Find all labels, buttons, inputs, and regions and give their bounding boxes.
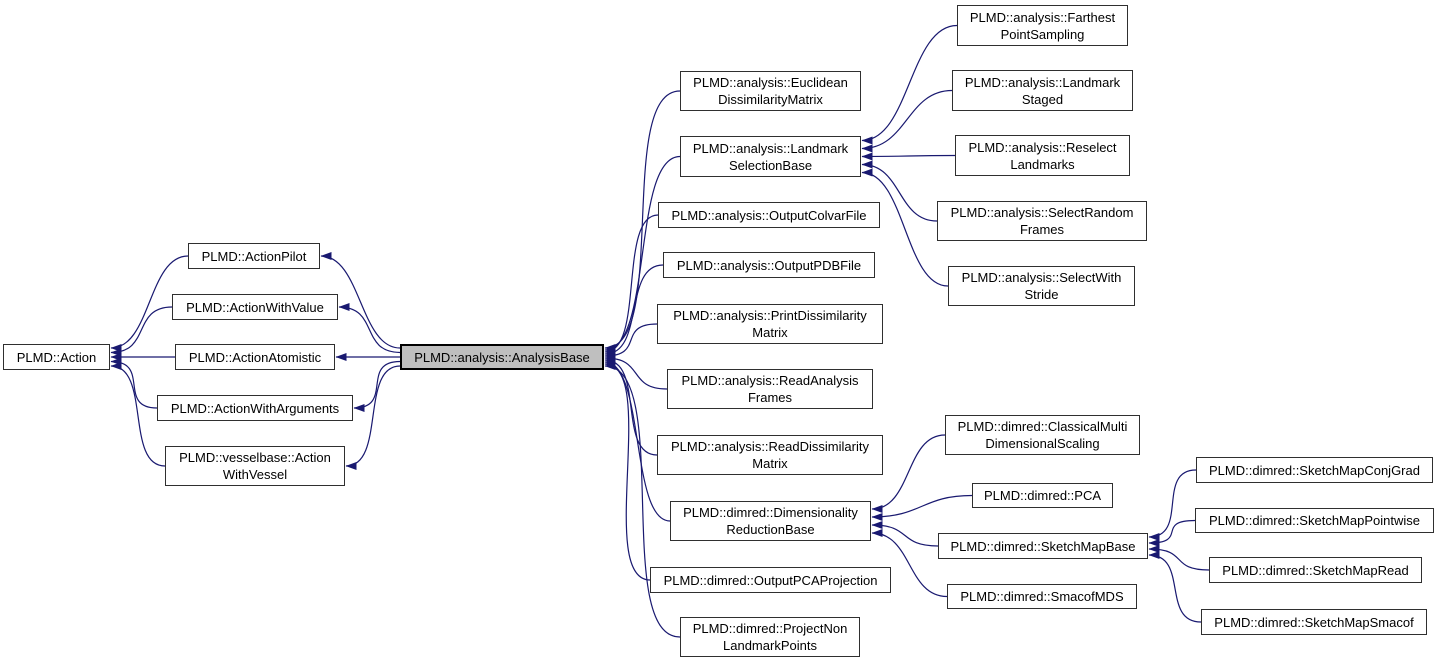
inheritance-edge-outputpdb-to-analysisbase (604, 264, 664, 358)
inheritance-edge-pca-to-dimredbase (871, 494, 973, 521)
inheritance-edge-conjgrad-to-sketchmapbase (1148, 469, 1197, 541)
class-node-pointwise[interactable]: PLMD::dimred::SketchMapPointwise (1195, 508, 1434, 533)
class-node-label: PLMD::analysis::Landmark Staged (964, 74, 1121, 107)
inheritance-edge-readanalysis-to-analysisbase (604, 354, 668, 390)
class-node-actionpilot[interactable]: PLMD::ActionPilot (188, 243, 320, 269)
class-node-label: PLMD::ActionWithValue (186, 299, 324, 315)
class-node-actionwitharguments[interactable]: PLMD::ActionWithArguments (157, 395, 353, 421)
class-node-selectwithstride[interactable]: PLMD::analysis::SelectWith Stride (948, 266, 1135, 306)
class-node-selectrandom[interactable]: PLMD::analysis::SelectRandom Frames (937, 201, 1147, 241)
class-node-readdissim[interactable]: PLMD::analysis::ReadDissimilarity Matrix (657, 435, 883, 475)
class-node-actionwithvalue[interactable]: PLMD::ActionWithValue (172, 294, 338, 320)
inheritance-edge-analysisbase-to-actionwithvessel (345, 365, 401, 470)
class-node-label: PLMD::analysis::Farthest PointSampling (969, 9, 1116, 42)
inheritance-edge-selectrandom-to-landmarkselection (861, 160, 938, 222)
class-node-sketchmapread[interactable]: PLMD::dimred::SketchMapRead (1209, 557, 1422, 583)
inheritance-edge-sketchmapread-to-sketchmapbase (1148, 545, 1210, 571)
inheritance-edge-actionwithvalue-to-action (110, 306, 173, 357)
inheritance-edge-farthest-to-landmarkselection (861, 24, 958, 145)
class-node-label: PLMD::dimred::SmacofMDS (960, 589, 1124, 604)
inheritance-edge-outputpca-to-analysisbase (604, 360, 651, 581)
inheritance-edge-printdissim-to-analysisbase (604, 323, 658, 360)
inheritance-edge-actionwitharguments-to-action (110, 357, 158, 409)
class-node-landmarkselection[interactable]: PLMD::analysis::Landmark SelectionBase (680, 136, 861, 177)
class-node-outputpca[interactable]: PLMD::dimred::OutputPCAProjection (650, 567, 891, 593)
inheritance-edge-projectnon-to-analysisbase (604, 362, 681, 638)
class-node-label: PLMD::dimred::PCA (983, 488, 1102, 503)
class-node-label: PLMD::dimred::SketchMapConjGrad (1209, 462, 1420, 478)
inheritance-edge-analysisbase-to-actionwitharguments (353, 360, 401, 412)
class-node-label: PLMD::analysis::OutputColvarFile (671, 207, 867, 223)
class-node-label: PLMD::dimred::Dimensionality ReductionBa… (683, 505, 858, 537)
class-node-label: PLMD::dimred::SketchMapRead (1222, 562, 1409, 578)
inheritance-edge-smacofmds-to-dimredbase (871, 529, 948, 598)
inheritance-edge-classicalmds-to-dimredbase (871, 434, 946, 513)
class-node-farthest[interactable]: PLMD::analysis::Farthest PointSampling (957, 5, 1128, 46)
class-node-label: PLMD::Action (16, 349, 97, 365)
inheritance-edge-selectwithstride-to-landmarkselection (861, 168, 949, 287)
class-node-label: PLMD::analysis::Euclidean DissimilarityM… (693, 75, 848, 107)
class-node-smacofmds[interactable]: PLMD::dimred::SmacofMDS (947, 584, 1137, 609)
class-node-conjgrad[interactable]: PLMD::dimred::SketchMapConjGrad (1196, 457, 1433, 483)
class-node-sketchmapbase[interactable]: PLMD::dimred::SketchMapBase (938, 533, 1148, 559)
inheritance-edge-analysisbase-to-actionwithvalue (338, 303, 401, 354)
class-node-classicalmds[interactable]: PLMD::dimred::ClassicalMulti Dimensional… (945, 415, 1140, 455)
class-node-label: PLMD::analysis::SelectWith Stride (961, 270, 1122, 302)
class-node-label: PLMD::vesselbase::Action WithVessel (179, 450, 331, 482)
inheritance-edge-dimredbase-to-analysisbase (604, 358, 671, 522)
class-node-sketchmapsmacof[interactable]: PLMD::dimred::SketchMapSmacof (1201, 609, 1427, 635)
class-node-euclidean[interactable]: PLMD::analysis::Euclidean DissimilarityM… (680, 71, 861, 111)
class-node-label: PLMD::analysis::Reselect Landmarks (968, 139, 1117, 172)
class-node-label: PLMD::analysis::Landmark SelectionBase (692, 140, 849, 173)
class-node-label: PLMD::dimred::ClassicalMulti Dimensional… (957, 419, 1128, 451)
inheritance-edge-sketchmapsmacof-to-sketchmapbase (1148, 551, 1202, 623)
class-node-action[interactable]: PLMD::Action (3, 344, 110, 370)
class-node-label: PLMD::analysis::AnalysisBase (414, 349, 590, 365)
class-node-label: PLMD::analysis::ReadAnalysis Frames (681, 373, 859, 405)
class-node-label: PLMD::ActionAtomistic (188, 349, 322, 365)
inheritance-edge-sketchmapbase-to-dimredbase (871, 521, 939, 547)
class-node-label: PLMD::ActionWithArguments (170, 400, 340, 416)
class-node-projectnon[interactable]: PLMD::dimred::ProjectNon LandmarkPoints (680, 617, 860, 657)
class-node-actionwithvessel[interactable]: PLMD::vesselbase::Action WithVessel (165, 446, 345, 486)
class-node-outputcolvar[interactable]: PLMD::analysis::OutputColvarFile (658, 202, 880, 228)
class-node-outputpdb[interactable]: PLMD::analysis::OutputPDBFile (663, 252, 875, 278)
class-node-dimredbase[interactable]: PLMD::dimred::Dimensionality ReductionBa… (670, 501, 871, 541)
class-node-reselect[interactable]: PLMD::analysis::Reselect Landmarks (955, 135, 1130, 176)
class-node-actionatomistic[interactable]: PLMD::ActionAtomistic (175, 344, 335, 370)
class-node-label: PLMD::analysis::OutputPDBFile (676, 257, 862, 273)
class-node-label: PLMD::dimred::ProjectNon LandmarkPoints (692, 621, 848, 653)
class-node-label: PLMD::analysis::ReadDissimilarity Matrix (671, 439, 869, 471)
class-node-landmarkstaged[interactable]: PLMD::analysis::Landmark Staged (952, 70, 1133, 111)
class-node-label: PLMD::analysis::SelectRandom Frames (950, 205, 1134, 237)
inheritance-edge-actionpilot-to-action (110, 255, 189, 352)
class-node-label: PLMD::ActionPilot (201, 248, 307, 264)
inheritance-edge-reselect-to-landmarkselection (861, 152, 956, 161)
class-node-readanalysis[interactable]: PLMD::analysis::ReadAnalysis Frames (667, 369, 873, 409)
class-node-label: PLMD::dimred::SketchMapSmacof (1214, 614, 1414, 630)
class-node-label: PLMD::analysis::PrintDissimilarity Matri… (673, 308, 867, 340)
inheritance-edge-pointwise-to-sketchmapbase (1148, 519, 1196, 547)
class-node-label: PLMD::dimred::SketchMapPointwise (1209, 513, 1420, 528)
class-node-pca[interactable]: PLMD::dimred::PCA (972, 483, 1113, 508)
class-node-label: PLMD::dimred::OutputPCAProjection (663, 572, 878, 588)
class-node-printdissim[interactable]: PLMD::analysis::PrintDissimilarity Matri… (657, 304, 883, 344)
class-node-analysisbase: PLMD::analysis::AnalysisBase (400, 344, 604, 370)
inheritance-edge-actionwithvessel-to-action (110, 362, 166, 467)
inheritance-edge-outputcolvar-to-analysisbase (604, 214, 659, 356)
class-node-label: PLMD::dimred::SketchMapBase (950, 538, 1136, 554)
inheritance-edge-analysisbase-to-actionpilot (320, 252, 401, 349)
inheritance-edge-landmarkstaged-to-landmarkselection (861, 89, 953, 153)
